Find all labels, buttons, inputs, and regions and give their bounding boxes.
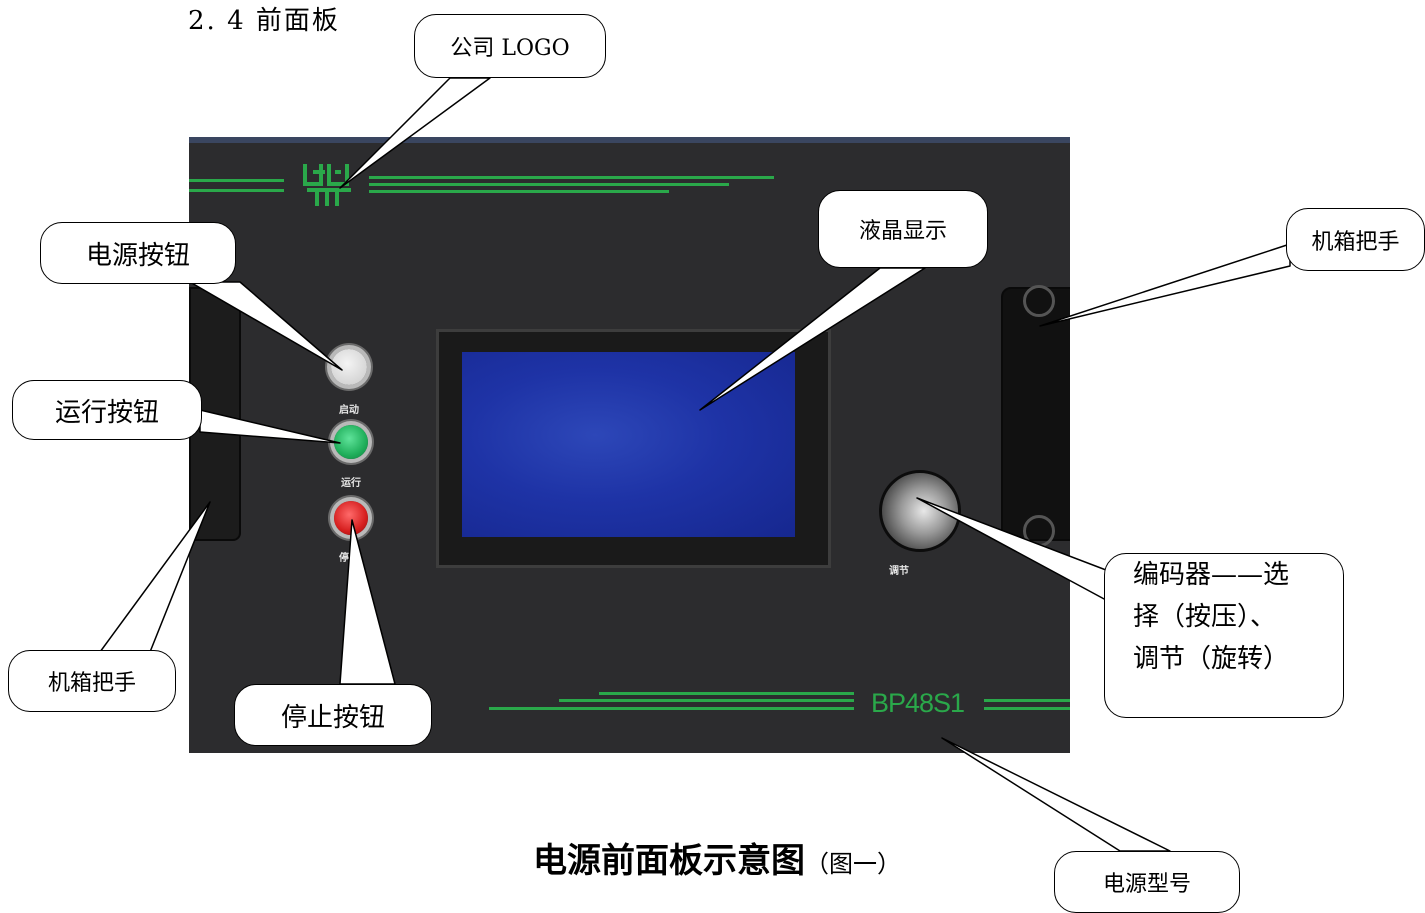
stripe-top-left xyxy=(189,179,284,182)
callout-power-button: 电源按钮 xyxy=(40,222,236,284)
callout-encoder-line3: 调节（旋转） xyxy=(1133,644,1290,674)
leader-run-button xyxy=(199,409,341,444)
callout-handle-right: 机箱把手 xyxy=(1286,208,1425,271)
callout-stop-button: 停止按钮 xyxy=(234,684,432,746)
callout-model: 电源型号 xyxy=(1054,851,1240,913)
callout-encoder-line1: 编码器——选 xyxy=(1133,560,1290,590)
stripe-top-right-1 xyxy=(369,176,774,179)
callout-encoder: 编码器——选 择（按压）、 调节（旋转） xyxy=(1104,553,1344,718)
stripe-bottom-3 xyxy=(599,692,854,695)
figure-caption: 电源前面板示意图（图一） xyxy=(533,833,901,882)
panel-top-edge xyxy=(189,137,1070,143)
stripe-bottom-2 xyxy=(559,699,854,702)
leader-model xyxy=(941,737,1171,852)
handle-right xyxy=(1001,287,1070,541)
leader-handle-left xyxy=(99,501,211,653)
company-logo xyxy=(303,164,351,206)
leader-logo xyxy=(339,77,491,189)
stripe-top-left-2 xyxy=(189,189,284,192)
callout-handle-left: 机箱把手 xyxy=(8,650,176,712)
callout-logo: 公司 LOGO xyxy=(414,14,606,78)
callout-encoder-line2: 择（按压）、 xyxy=(1133,602,1277,632)
caption-main: 电源前面板示意图 xyxy=(533,841,805,881)
stripe-bottom-right-1 xyxy=(984,699,1070,702)
caption-sub: （图一） xyxy=(805,850,901,878)
callout-lcd: 液晶显示 xyxy=(818,190,988,268)
section-title: 2. 4 前面板 xyxy=(188,6,340,36)
leader-stop-button xyxy=(339,519,396,685)
stripe-top-right-3 xyxy=(369,190,669,193)
handle-right-bolt-top xyxy=(1023,285,1055,317)
callout-run-button: 运行按钮 xyxy=(12,380,202,440)
leader-lcd xyxy=(699,267,926,411)
leader-power-button xyxy=(189,281,343,371)
stripe-bottom-right-2 xyxy=(984,707,1070,710)
stripe-bottom-1 xyxy=(489,707,854,710)
model-text: BP48S1 xyxy=(871,688,965,718)
run-button-label: 运行 xyxy=(341,478,361,489)
leader-handle-right xyxy=(1039,243,1291,327)
leader-encoder xyxy=(916,497,1107,601)
stripe-top-right-2 xyxy=(369,183,729,186)
run-button[interactable] xyxy=(334,425,368,459)
knob-label: 调节 xyxy=(889,566,909,577)
start-button-label: 启动 xyxy=(339,405,359,416)
